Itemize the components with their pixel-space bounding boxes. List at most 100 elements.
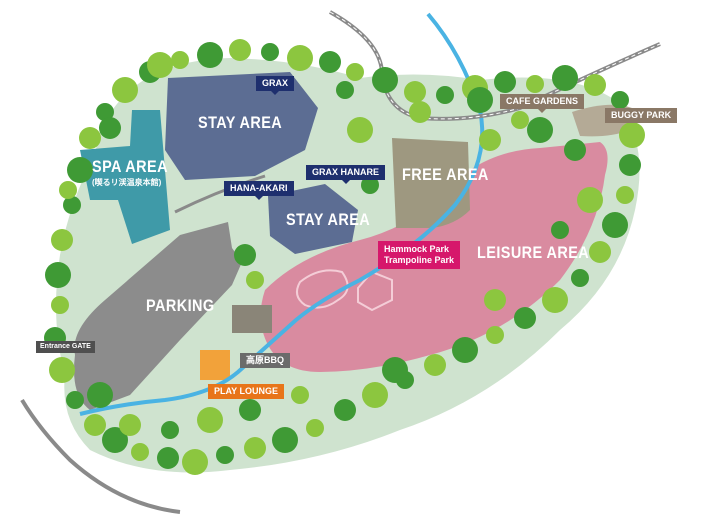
- tree: [119, 414, 141, 436]
- tree: [306, 419, 324, 437]
- stay-area-second-label: STAY AREA: [286, 210, 371, 229]
- tree: [131, 443, 149, 461]
- tree: [319, 51, 341, 73]
- tree: [197, 42, 223, 68]
- road-inner: [174, 174, 266, 214]
- tree: [611, 91, 629, 109]
- hammock-trampoline-tag[interactable]: Hammock Park Trampoline Park: [378, 241, 461, 269]
- buggy-park-tag[interactable]: BUGGY PARK: [605, 108, 678, 123]
- tree: [63, 196, 81, 214]
- hammock-park-label: Hammock Park: [384, 244, 450, 254]
- tree: [157, 447, 179, 469]
- tree: [102, 427, 128, 453]
- tree: [347, 117, 373, 143]
- tree: [362, 382, 388, 408]
- bbq-building: [232, 305, 272, 333]
- tree: [87, 382, 113, 408]
- tree: [346, 63, 364, 81]
- tree: [49, 357, 75, 383]
- tree: [372, 67, 398, 93]
- free-area-shape: [392, 138, 470, 228]
- tree: [571, 269, 589, 287]
- tree: [452, 337, 478, 363]
- spa-area-sublabel: (喫るリ渓温泉本館): [92, 178, 162, 187]
- tree: [619, 122, 645, 148]
- tree: [589, 241, 611, 263]
- tree: [409, 101, 431, 123]
- tree: [216, 446, 234, 464]
- tree: [234, 244, 256, 266]
- bbq-tag[interactable]: 高原BBQ: [240, 353, 290, 368]
- tree: [291, 386, 309, 404]
- tree: [96, 103, 114, 121]
- hana-akari-tag[interactable]: HANA-AKARI: [224, 181, 294, 200]
- tree: [486, 326, 504, 344]
- tree: [542, 287, 568, 313]
- tree: [527, 117, 553, 143]
- leisure-area-label: LEISURE AREA: [477, 243, 590, 262]
- tree: [336, 81, 354, 99]
- tree: [526, 75, 544, 93]
- tree: [514, 307, 536, 329]
- tree: [147, 52, 173, 78]
- tree: [479, 129, 501, 151]
- tree: [424, 354, 446, 376]
- tree: [551, 221, 569, 239]
- tree: [45, 262, 71, 288]
- tree: [246, 271, 264, 289]
- tree: [171, 51, 189, 69]
- tree: [261, 43, 279, 61]
- tree: [436, 86, 454, 104]
- tree: [67, 157, 93, 183]
- stay-area-main-label: STAY AREA: [198, 113, 283, 132]
- trampoline-park-label: Trampoline Park: [384, 255, 455, 265]
- play-lounge-building: [200, 350, 230, 380]
- tree: [59, 181, 77, 199]
- tree: [272, 427, 298, 453]
- spa-area-shape: [80, 110, 170, 244]
- tree: [334, 399, 356, 421]
- hammock-park-shape: [295, 269, 349, 309]
- road-top-center: [329, 11, 661, 120]
- parking-shape: [74, 222, 242, 410]
- tree: [584, 74, 606, 96]
- tree: [494, 71, 516, 93]
- stay-area-main-shape: [165, 72, 318, 180]
- tree: [51, 296, 69, 314]
- trees: [44, 39, 645, 475]
- tree: [511, 111, 529, 129]
- tree: [161, 421, 179, 439]
- tree: [112, 77, 138, 103]
- tree: [577, 187, 603, 213]
- tree: [619, 154, 641, 176]
- grax-hanare-tag[interactable]: GRAX HANARE: [306, 165, 386, 184]
- play-lounge-tag[interactable]: PLAY LOUNGE: [208, 384, 285, 399]
- tree: [84, 414, 106, 436]
- tree: [467, 87, 493, 113]
- tree: [99, 117, 121, 139]
- tree: [197, 407, 223, 433]
- spa-area-label: SPA AREA: [92, 157, 168, 176]
- parking-label: PARKING: [146, 296, 215, 315]
- tree: [564, 139, 586, 161]
- free-area-label: FREE AREA: [402, 165, 489, 184]
- tree: [182, 449, 208, 475]
- grax-tag[interactable]: GRAX: [256, 76, 295, 95]
- tree: [404, 81, 426, 103]
- road-bottom: [20, 398, 181, 514]
- tree: [552, 65, 578, 91]
- tree: [51, 229, 73, 251]
- tree: [616, 186, 634, 204]
- tree: [66, 391, 84, 409]
- tree: [229, 39, 251, 61]
- tree: [484, 289, 506, 311]
- entrance-gate-tag[interactable]: Entrance GATE: [36, 341, 95, 353]
- tree: [361, 176, 379, 194]
- tree: [239, 399, 261, 421]
- cafe-gardens-tag[interactable]: CAFE GARDENS: [500, 94, 585, 113]
- tree: [287, 45, 313, 71]
- tree: [79, 127, 101, 149]
- tree: [602, 212, 628, 238]
